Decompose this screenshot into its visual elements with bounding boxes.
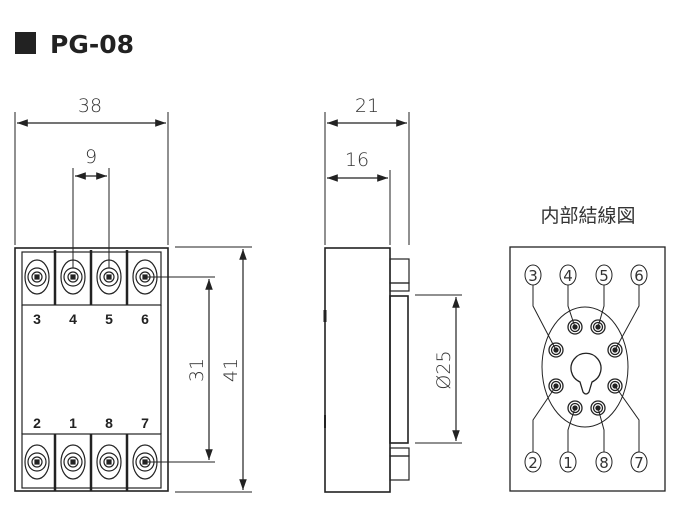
dim-depth-21: 21 — [355, 95, 379, 117]
pin-number: 8 — [599, 454, 609, 472]
terminal-label: 3 — [33, 311, 41, 327]
wiring-title: 内部結線図 — [540, 205, 635, 227]
front-view — [14, 112, 252, 493]
dim-height-41: 41 — [220, 358, 242, 382]
pin-number: 7 — [634, 454, 644, 472]
terminal-label: 5 — [105, 311, 113, 327]
pin-number: 5 — [599, 267, 609, 285]
title-square-icon — [15, 32, 36, 54]
dim-pitch-9: 9 — [85, 146, 97, 168]
dim-diameter-25: Ø25 — [433, 350, 455, 389]
page-title: PG-08 — [50, 30, 134, 59]
terminal-label: 1 — [69, 415, 77, 431]
terminal-label: 6 — [141, 311, 149, 327]
pin-number: 6 — [634, 267, 644, 285]
dim-body-16: 16 — [345, 149, 369, 171]
dim-width-38: 38 — [78, 95, 102, 117]
terminal-label: 7 — [141, 415, 149, 431]
terminal-label: 2 — [33, 415, 41, 431]
terminal-label: 4 — [69, 311, 77, 327]
wiring-diagram — [509, 246, 666, 492]
pin-number: 3 — [528, 267, 538, 285]
pin-number: 2 — [528, 454, 538, 472]
dim-pin-span-31: 31 — [186, 358, 208, 382]
terminal-label: 8 — [105, 415, 113, 431]
pin-number: 1 — [563, 454, 573, 472]
pin-number: 4 — [563, 267, 573, 285]
side-view — [323, 112, 462, 493]
